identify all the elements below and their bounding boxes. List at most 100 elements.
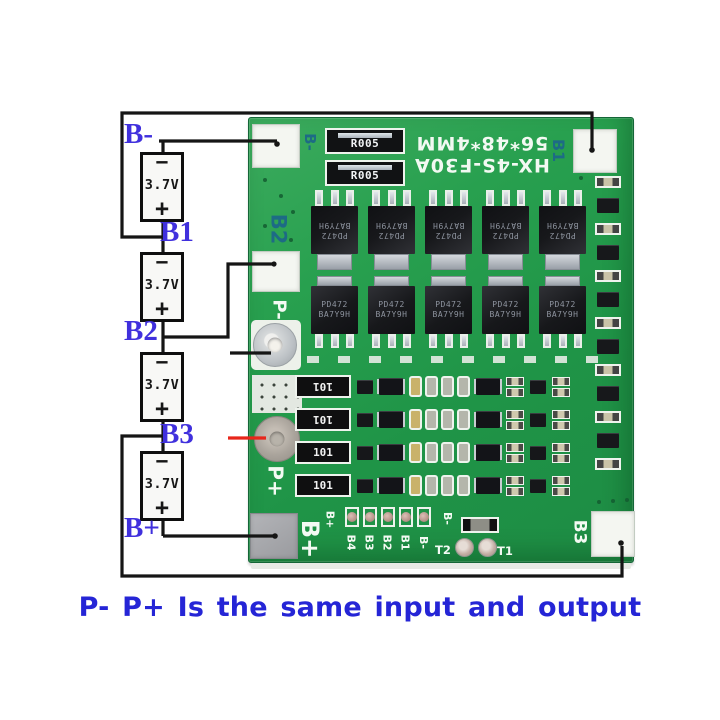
- smd-resistor: [552, 475, 570, 485]
- mosfet-tab: [431, 276, 466, 286]
- sot23-transistor: [597, 386, 619, 401]
- mosfet-tab: [317, 276, 352, 286]
- silk-b-plus-big: B+: [296, 519, 324, 559]
- mosfet-legs: [482, 190, 529, 206]
- battery-voltage: 3.7V: [144, 276, 180, 293]
- resistor-pair: [552, 475, 570, 496]
- solder-pad: [555, 356, 567, 363]
- node-label-b1: B1: [160, 216, 194, 248]
- mosfet-legs: [368, 190, 415, 206]
- smd-resistor: [506, 475, 524, 485]
- mosfet-marking-line2: BA7Y9H: [432, 221, 465, 230]
- mosfet-body: PD472 BA7Y9H: [425, 286, 472, 334]
- mosfet: PD472 BA7Y9H: [368, 190, 415, 270]
- capacitor: [441, 475, 454, 496]
- mosfet-leg: [460, 190, 468, 206]
- resistor-pair: [552, 376, 570, 397]
- mosfet-marking-line1: PD472: [492, 231, 519, 240]
- mosfet-leg: [517, 190, 525, 206]
- battery-minus-terminal: −: [155, 350, 169, 374]
- capacitor: [409, 475, 422, 496]
- mosfet-leg: [315, 334, 323, 348]
- mosfet: PD472 BA7Y9H: [482, 276, 529, 348]
- capacitor: [409, 442, 422, 463]
- mosfet-leg: [372, 334, 380, 348]
- mosfet-marking-line2: BA7Y9H: [375, 221, 408, 230]
- via-dot: [263, 178, 267, 182]
- mosfet: PD472 BA7Y9H: [425, 190, 472, 270]
- mosfet-leg: [444, 190, 453, 206]
- pin-row: [345, 507, 431, 527]
- resistor-pair: [506, 442, 524, 463]
- battery-plus-terminal: +: [155, 396, 169, 422]
- smd-resistor: [552, 387, 570, 397]
- mosfet-legs: [368, 334, 415, 348]
- balance-connector-pin: [399, 507, 413, 527]
- mosfet-legs: [311, 334, 358, 348]
- capacitor: [457, 376, 470, 397]
- mosfet-leg: [403, 334, 411, 348]
- mosfet-body: PD472 BA7Y9H: [368, 286, 415, 334]
- mosfet: PD472 BA7Y9H: [368, 276, 415, 348]
- capacitor: [425, 475, 438, 496]
- solder-pad: [369, 356, 381, 363]
- node-label-b-minus: B-: [124, 118, 153, 150]
- resistor-pair: [552, 409, 570, 430]
- battery-voltage: 3.7V: [144, 475, 180, 492]
- ic-chip: [476, 444, 500, 461]
- mosfet-marking-line2: BA7Y9H: [375, 310, 408, 319]
- smd-resistor: [552, 409, 570, 419]
- capacitor: [409, 376, 422, 397]
- mosfet: PD472 BA7Y9H: [482, 190, 529, 270]
- mosfet-legs: [311, 190, 358, 206]
- mosfet-leg: [330, 190, 339, 206]
- p-plus-hole: [254, 416, 300, 462]
- shunt-resistor-2: R005: [325, 160, 405, 186]
- resistor-101: 101: [295, 441, 351, 464]
- resistor-pair: [506, 376, 524, 397]
- capacitor: [441, 376, 454, 397]
- battery-cell-2: − 3.7V +: [140, 252, 184, 322]
- smd-resistor: [595, 411, 621, 423]
- component-row: 101: [295, 407, 570, 432]
- pad-b3: [591, 511, 635, 557]
- board-model: HX-4S-F30A: [414, 154, 550, 177]
- mosfet-leg: [460, 334, 468, 348]
- mosfet-leg: [429, 190, 437, 206]
- board-dimensions: 56*48*4MM: [415, 132, 549, 155]
- mosfet-leg: [346, 190, 354, 206]
- mosfet-marking-line2: BA7Y9H: [318, 221, 351, 230]
- mosfet-leg: [372, 190, 380, 206]
- right-column: [587, 176, 629, 470]
- mosfet-marking-line1: PD472: [321, 231, 348, 240]
- mosfet-body: PD472 BA7Y9H: [482, 286, 529, 334]
- capacitor: [409, 409, 422, 430]
- ic-chip: [379, 477, 403, 494]
- balance-connector-pin: [345, 507, 359, 527]
- mosfet-leg: [346, 334, 354, 348]
- via-dot: [597, 500, 601, 504]
- mosfet-legs: [425, 190, 472, 206]
- pin-label: B4: [345, 534, 359, 551]
- t1-label: T1: [497, 544, 513, 558]
- smd-resistor: [552, 376, 570, 386]
- mosfet-leg: [501, 334, 510, 348]
- mosfet-leg: [517, 334, 525, 348]
- mosfet-body: PD472 BA7Y9H: [482, 206, 529, 254]
- pad-b2: [252, 251, 300, 292]
- pin-label: B3: [363, 534, 377, 551]
- smd-resistor: [506, 376, 524, 386]
- t2-label: T2: [435, 543, 451, 557]
- mosfet-legs: [539, 334, 586, 348]
- component-row: 101: [295, 374, 570, 399]
- via-dot: [279, 194, 283, 198]
- battery-cell-3: − 3.7V +: [140, 352, 184, 422]
- silk-b2: B2: [266, 213, 290, 245]
- sot23-transistor: [530, 412, 546, 427]
- mosfet-body: PD472 BA7Y9H: [539, 206, 586, 254]
- resistor-101-label: 101: [313, 413, 333, 426]
- sot23-transistor: [530, 445, 546, 460]
- smd-resistor: [595, 317, 621, 329]
- mosfet-marking-line1: PD472: [435, 300, 462, 309]
